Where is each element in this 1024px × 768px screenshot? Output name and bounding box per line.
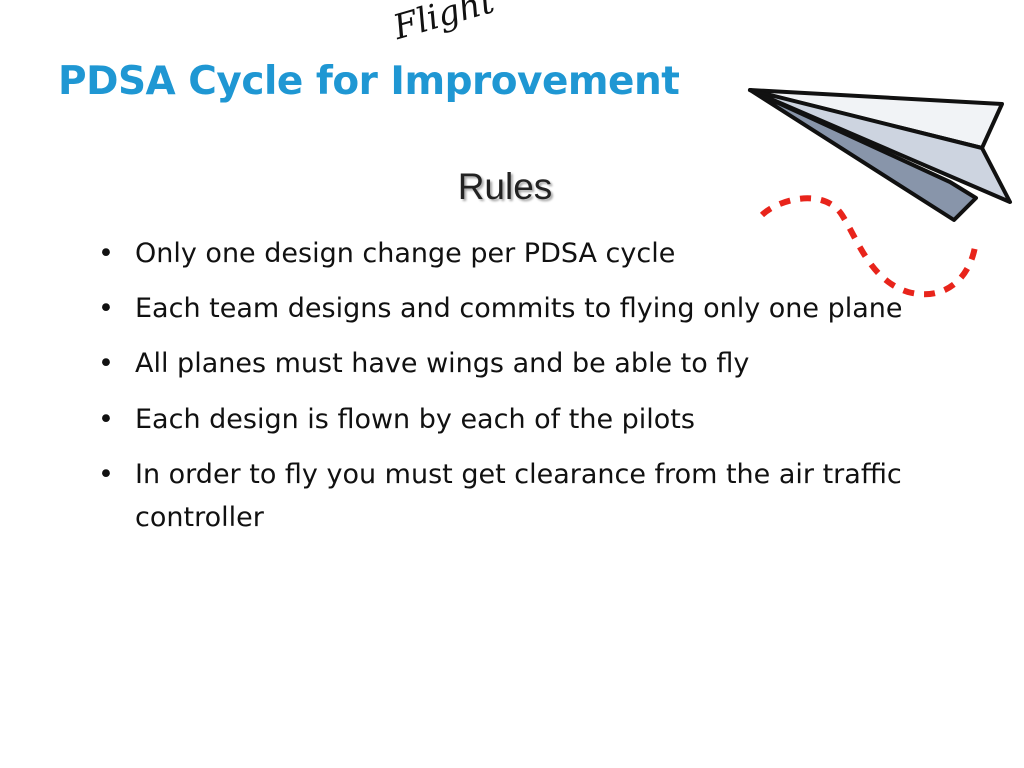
list-item: • Each team designs and commits to flyin… <box>90 287 910 330</box>
bullet: • <box>98 403 114 435</box>
dotted-flight-path-icon <box>759 195 979 298</box>
rules-list: • Only one design change per PDSA cycle … <box>90 232 910 551</box>
paper-airplane-graphic <box>748 88 1012 298</box>
inserted-word-flight: Flight <box>388 0 499 48</box>
bullet: • <box>98 238 114 269</box>
list-item: • Only one design change per PDSA cycle <box>90 232 910 275</box>
list-item: • All planes must have wings and be able… <box>90 342 910 385</box>
paper-airplane-icon <box>748 88 1012 222</box>
bullet: • <box>98 458 114 490</box>
rule-text: Each design is flown by each of the pilo… <box>135 403 695 435</box>
slide-title: PDSA Cycle for Improvement <box>58 59 680 104</box>
rule-text: All planes must have wings and be able t… <box>135 348 750 380</box>
rules-heading: Rules <box>457 166 553 207</box>
bullet: • <box>98 348 114 380</box>
rule-text: Only one design change per PDSA cycle <box>135 238 676 269</box>
bullet: • <box>98 293 114 325</box>
rule-text: Each team designs and commits to flying … <box>135 293 903 325</box>
list-item: • In order to fly you must get clearance… <box>90 453 910 539</box>
list-item: • Each design is flown by each of the pi… <box>90 398 910 441</box>
rule-text: In order to fly you must get clearance f… <box>135 458 902 533</box>
